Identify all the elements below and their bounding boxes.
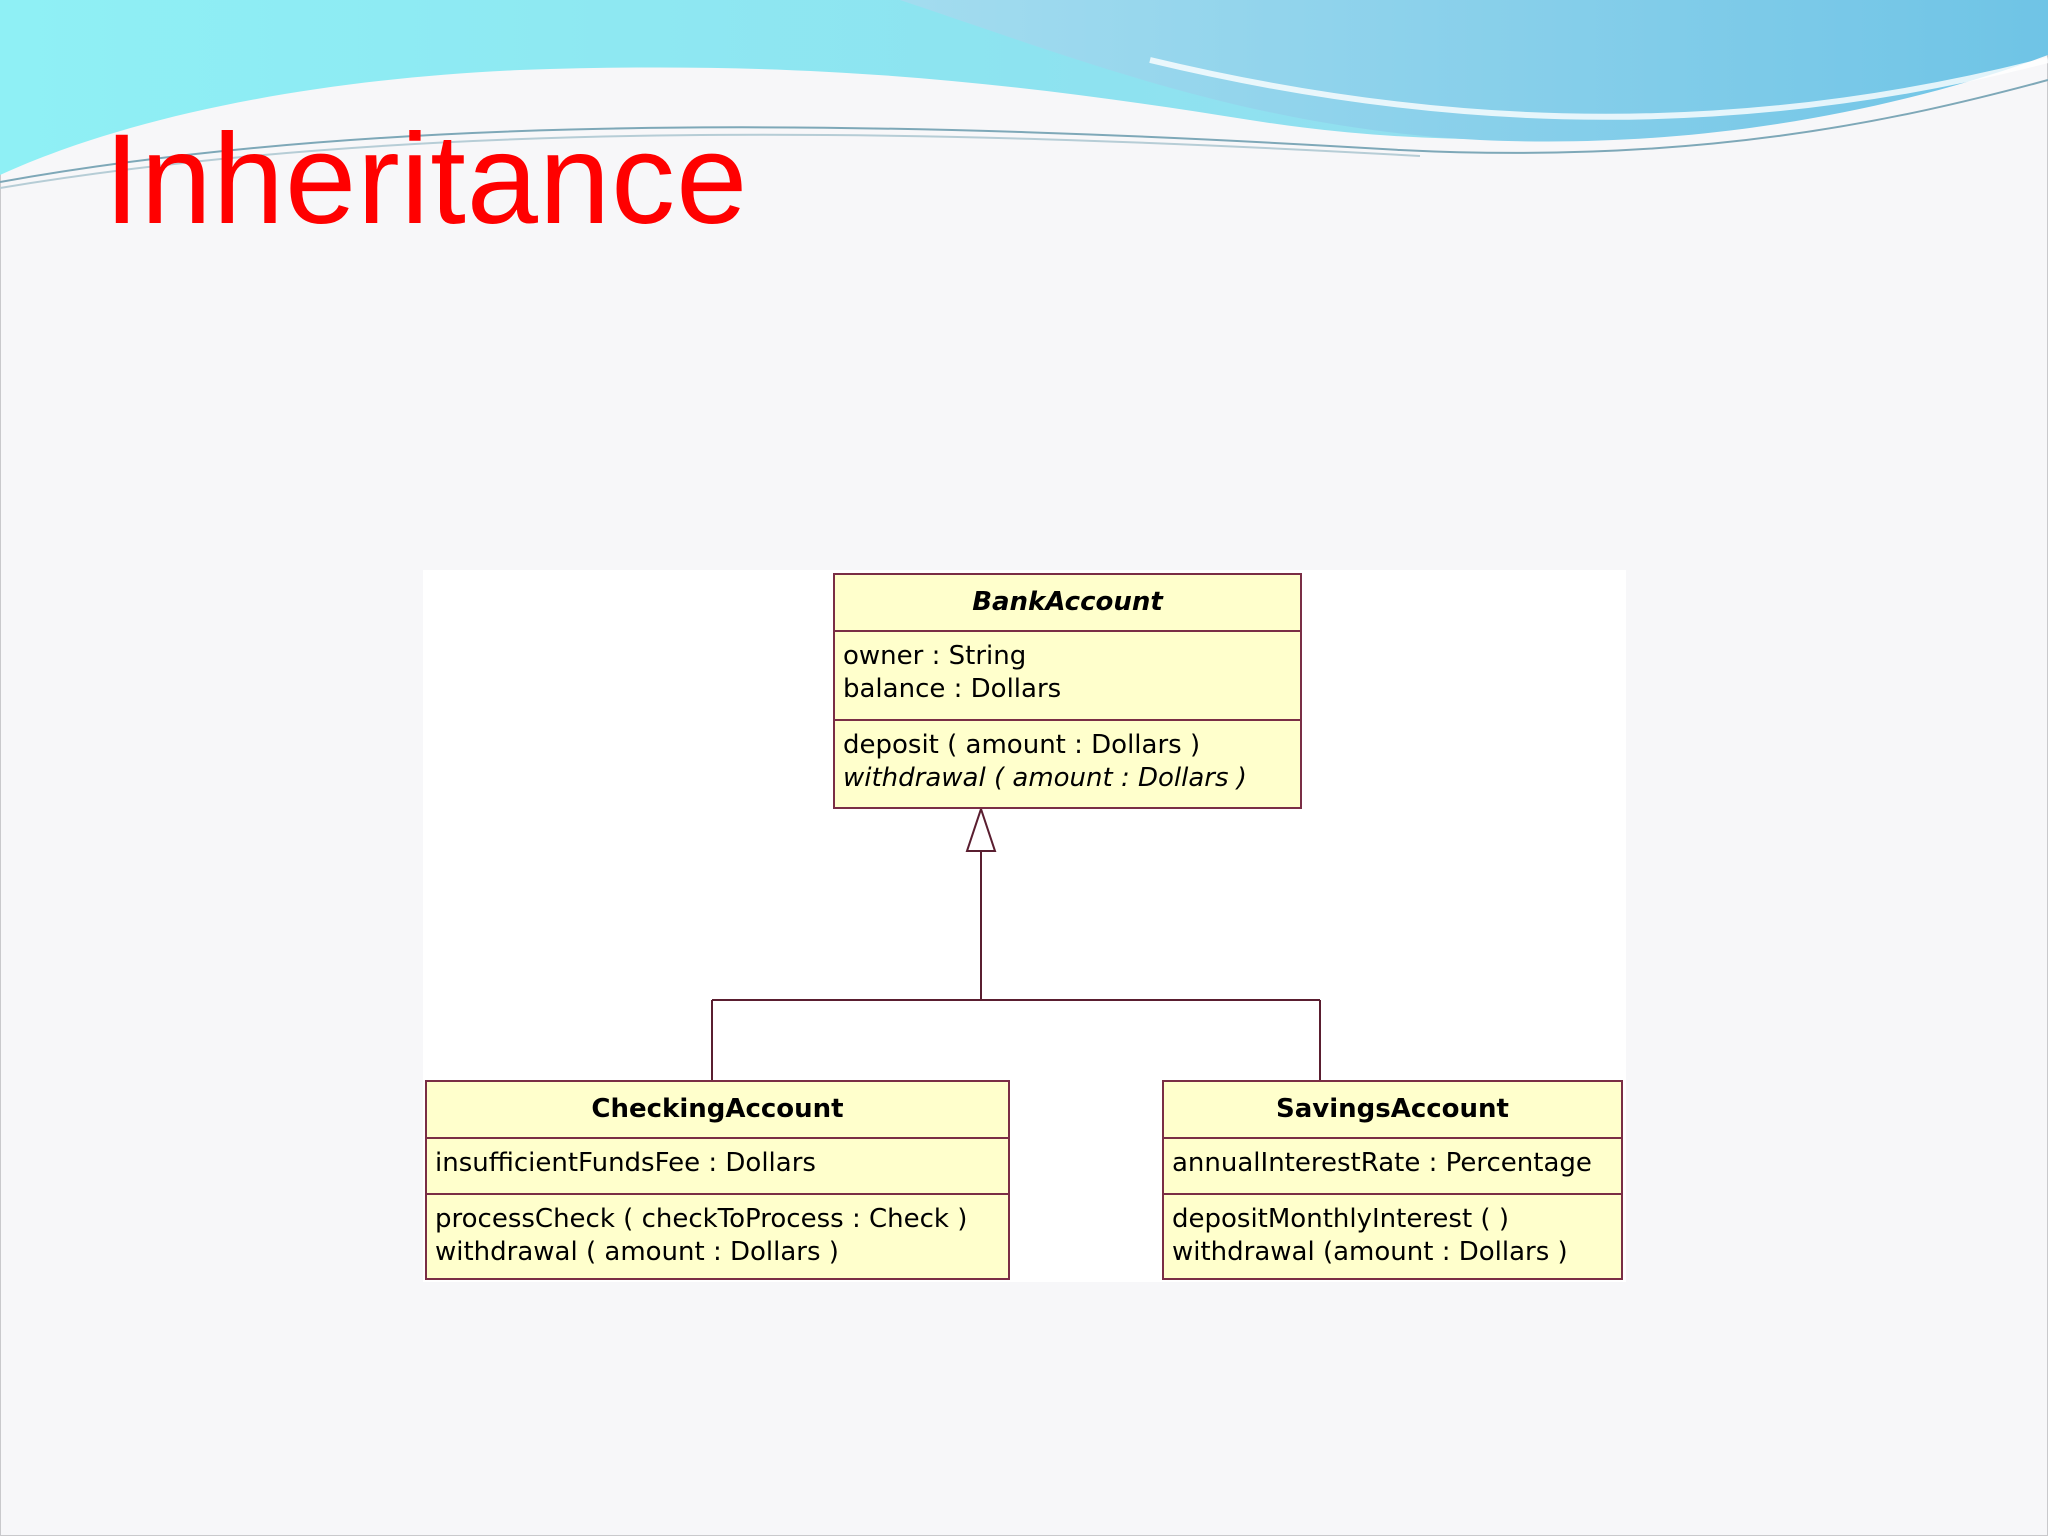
attributes-compartment: annualInterestRate : Percentage	[1164, 1139, 1621, 1195]
attributes-compartment: owner : String balance : Dollars	[835, 632, 1300, 721]
generalization-arrowhead	[965, 805, 997, 852]
header-wave-decoration	[0, 0, 2048, 189]
operation: processCheck ( checkToProcess : Check )	[435, 1204, 968, 1234]
class-name: SavingsAccount	[1164, 1082, 1621, 1139]
class-checking-account[interactable]: CheckingAccount insufficientFundsFee : D…	[425, 1080, 1010, 1280]
class-name: BankAccount	[835, 575, 1300, 632]
operation: withdrawal (amount : Dollars )	[1172, 1237, 1568, 1267]
class-bank-account[interactable]: BankAccount owner : String balance : Dol…	[833, 573, 1302, 809]
attributes-compartment: insufficientFundsFee : Dollars	[427, 1139, 1008, 1195]
operations-compartment: processCheck ( checkToProcess : Check ) …	[427, 1195, 1008, 1278]
operations-compartment: deposit ( amount : Dollars ) withdrawal …	[835, 721, 1300, 807]
class-savings-account[interactable]: SavingsAccount annualInterestRate : Perc…	[1162, 1080, 1623, 1280]
attribute: owner : String	[843, 641, 1027, 671]
slide-title: Inheritance	[104, 108, 749, 251]
attribute: insufficientFundsFee : Dollars	[435, 1148, 816, 1178]
attribute: annualInterestRate : Percentage	[1172, 1148, 1592, 1178]
operation: deposit ( amount : Dollars )	[843, 730, 1201, 760]
operation: depositMonthlyInterest ( )	[1172, 1204, 1509, 1234]
attribute: balance : Dollars	[843, 674, 1062, 704]
class-name: CheckingAccount	[427, 1082, 1008, 1139]
operation: withdrawal ( amount : Dollars )	[435, 1237, 839, 1267]
abstract-operation: withdrawal ( amount : Dollars )	[843, 763, 1247, 793]
operations-compartment: depositMonthlyInterest ( ) withdrawal (a…	[1164, 1195, 1621, 1278]
